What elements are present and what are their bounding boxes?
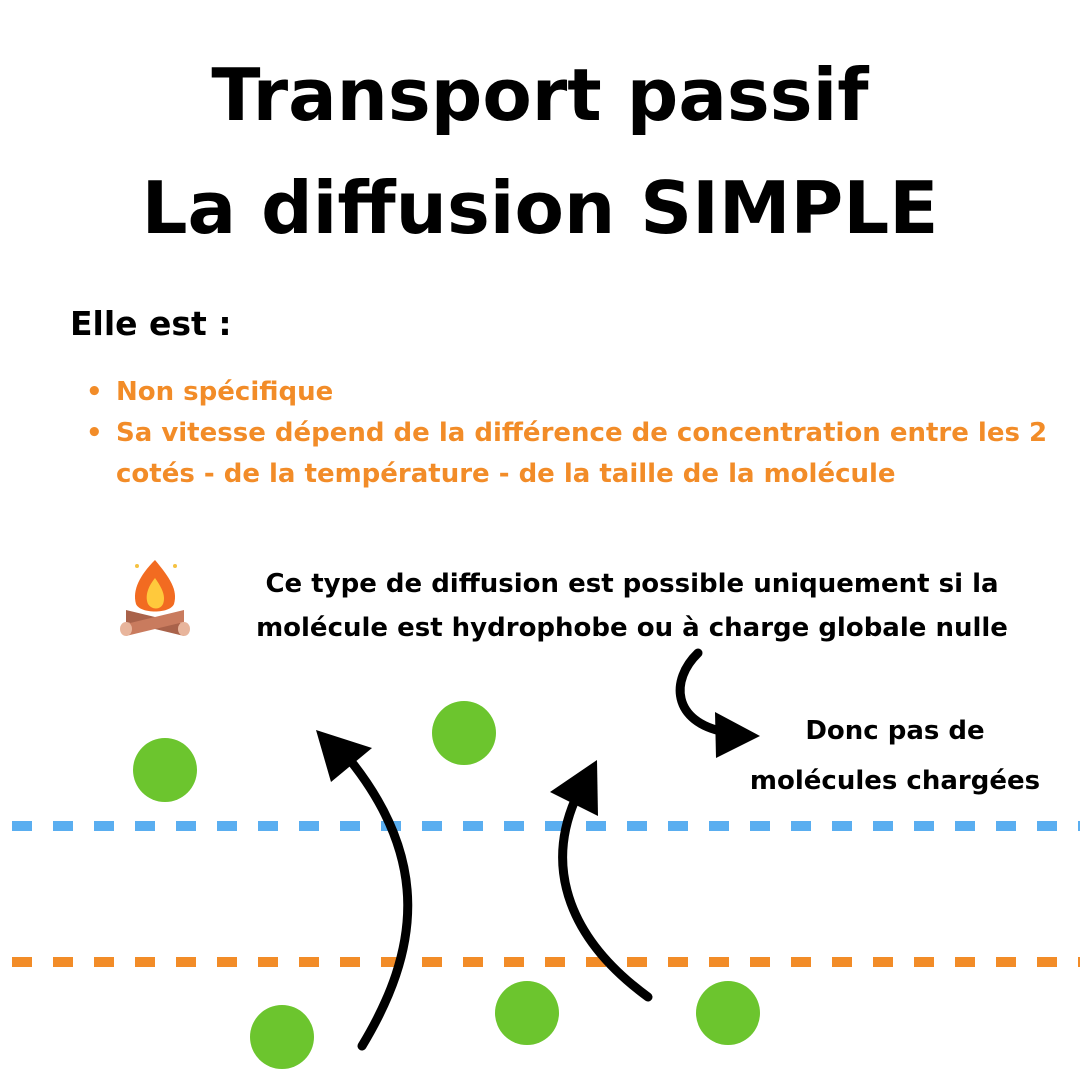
- title-line-1: Transport passif: [211, 53, 869, 137]
- list-item: •Sa vitesse dépend de la différence de c…: [86, 418, 1048, 489]
- diffusion-arrow: [550, 760, 653, 1002]
- property-list: •Non spécifique •Sa vitesse dépend de la…: [86, 372, 1066, 495]
- conclusion-arrow: [675, 648, 760, 758]
- molecule: [133, 738, 197, 802]
- condition-note: Ce type de diffusion est possible unique…: [256, 569, 1008, 643]
- list-item-text: Sa vitesse dépend de la différence de co…: [116, 418, 1048, 489]
- list-item: •Non spécifique: [86, 377, 334, 407]
- conclusion-text: Donc pas de molécules chargées: [749, 716, 1041, 796]
- molecule: [696, 981, 760, 1045]
- molecule: [250, 1005, 314, 1069]
- intro-heading: Elle est :: [70, 304, 232, 343]
- molecule: [432, 701, 496, 765]
- molecule: [495, 981, 559, 1045]
- list-item-text: Non spécifique: [116, 377, 334, 407]
- title-line-2: La diffusion SIMPLE: [141, 166, 939, 250]
- campfire-icon: [120, 560, 190, 636]
- diffusion-arrow: [316, 730, 413, 1051]
